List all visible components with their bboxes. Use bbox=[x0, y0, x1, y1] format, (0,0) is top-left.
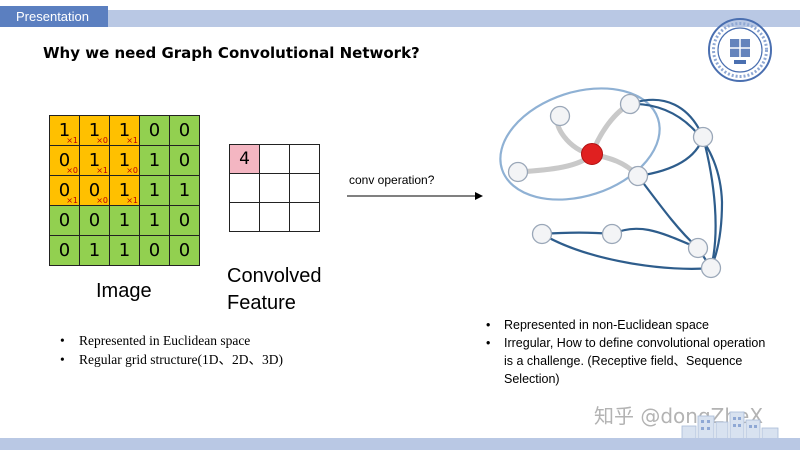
kernel-weight: ×0 bbox=[126, 166, 138, 175]
image-cell: 0 bbox=[169, 115, 200, 146]
image-cell: 0 bbox=[139, 235, 170, 266]
cell-value: 0 bbox=[88, 210, 101, 231]
image-cell: 1 bbox=[79, 235, 110, 266]
image-cell: 0 bbox=[169, 235, 200, 266]
cell-value: 1 bbox=[88, 120, 101, 141]
kernel-weight: ×0 bbox=[96, 196, 108, 205]
presentation-tab: Presentation bbox=[0, 6, 108, 27]
cell-value: 0 bbox=[148, 240, 161, 261]
cell-value: 0 bbox=[178, 210, 191, 231]
image-cell: 0 bbox=[49, 205, 80, 236]
cell-value: 0 bbox=[178, 150, 191, 171]
cell-value: 1 bbox=[118, 240, 131, 261]
feature-cell bbox=[289, 202, 320, 232]
cell-value: 1 bbox=[88, 240, 101, 261]
kernel-weight: ×1 bbox=[96, 166, 108, 175]
kernel-weight: ×1 bbox=[126, 136, 138, 145]
feature-cell bbox=[259, 173, 290, 203]
cell-value: 1 bbox=[118, 210, 131, 231]
image-caption: Image bbox=[96, 280, 152, 302]
cell-value: 0 bbox=[178, 240, 191, 261]
feature-cell bbox=[289, 173, 320, 203]
image-cell: 1 bbox=[169, 175, 200, 206]
footer-band bbox=[0, 438, 800, 450]
convolved-feature-matrix: 4 bbox=[229, 144, 320, 232]
feature-matrix-row: 4 bbox=[229, 144, 320, 174]
kernel-weight: ×1 bbox=[66, 196, 78, 205]
kernel-weight: ×1 bbox=[126, 196, 138, 205]
kernel-cell: 1×1 bbox=[79, 145, 110, 176]
cell-value: 1 bbox=[118, 120, 131, 141]
cell-value: 0 bbox=[58, 150, 71, 171]
kernel-cell: 1×1 bbox=[49, 115, 80, 146]
slide-title: Why we need Graph Convolutional Network? bbox=[43, 44, 420, 62]
cell-value: 1 bbox=[118, 180, 131, 201]
cell-value: 0 bbox=[148, 120, 161, 141]
kernel-cell: 0×1 bbox=[49, 175, 80, 206]
feature-cell: 4 bbox=[229, 144, 260, 174]
cell-value: 0 bbox=[178, 120, 191, 141]
graph-network-diagram bbox=[499, 87, 724, 279]
image-cell: 0 bbox=[139, 115, 170, 146]
kernel-weight: ×0 bbox=[96, 136, 108, 145]
cell-value: 1 bbox=[148, 150, 161, 171]
feature-cell bbox=[289, 144, 320, 174]
image-cell: 1 bbox=[139, 175, 170, 206]
kernel-cell: 1×0 bbox=[109, 145, 140, 176]
image-cell: 0 bbox=[169, 145, 200, 176]
header-band bbox=[108, 10, 800, 27]
feature-caption-line1: Convolved bbox=[227, 265, 322, 287]
cell-value: 1 bbox=[148, 210, 161, 231]
cell-value: 1 bbox=[178, 180, 191, 201]
feature-cell bbox=[259, 202, 290, 232]
feature-matrix-row bbox=[229, 202, 320, 232]
non-euclidean-bullets: Represented in non-Euclidean space Irreg… bbox=[486, 316, 776, 388]
cell-value: 0 bbox=[58, 210, 71, 231]
feature-matrix-row bbox=[229, 173, 320, 203]
cell-value: 1 bbox=[88, 150, 101, 171]
kernel-cell: 1×1 bbox=[109, 175, 140, 206]
image-cell: 1 bbox=[139, 145, 170, 176]
cell-value: 1 bbox=[148, 180, 161, 201]
cell-value: 0 bbox=[58, 240, 71, 261]
feature-cell bbox=[259, 144, 290, 174]
feature-caption-line2: Feature bbox=[227, 292, 296, 314]
kernel-cell: 1×1 bbox=[109, 115, 140, 146]
image-cell: 1 bbox=[109, 235, 140, 266]
cell-value: 0 bbox=[58, 180, 71, 201]
convolved-feature-caption: Convolved Feature bbox=[227, 263, 322, 317]
kernel-weight: ×1 bbox=[66, 136, 78, 145]
euclidean-bullets: Represented in Euclidean space Regular g… bbox=[60, 331, 283, 369]
list-item: Irregular, How to define convolutional o… bbox=[486, 334, 776, 388]
list-item: Regular grid structure(1D、2D、3D) bbox=[60, 350, 283, 369]
conv-operation-label: conv operation? bbox=[349, 173, 435, 187]
kernel-cell: 0×0 bbox=[49, 145, 80, 176]
list-item: Represented in non-Euclidean space bbox=[486, 316, 776, 334]
list-item: Represented in Euclidean space bbox=[60, 331, 283, 350]
image-cell: 1 bbox=[139, 205, 170, 236]
feature-cell bbox=[229, 173, 260, 203]
feature-cell bbox=[229, 202, 260, 232]
university-seal-icon bbox=[708, 18, 772, 82]
kernel-weight: ×0 bbox=[66, 166, 78, 175]
kernel-cell: 0×0 bbox=[79, 175, 110, 206]
right-arrow-icon bbox=[347, 192, 483, 200]
image-cell: 0 bbox=[79, 205, 110, 236]
cell-value: 1 bbox=[118, 150, 131, 171]
image-cell: 0 bbox=[49, 235, 80, 266]
cell-value: 1 bbox=[58, 120, 71, 141]
cell-value: 0 bbox=[88, 180, 101, 201]
kernel-cell: 1×0 bbox=[79, 115, 110, 146]
image-cell: 1 bbox=[109, 205, 140, 236]
image-cell: 0 bbox=[169, 205, 200, 236]
